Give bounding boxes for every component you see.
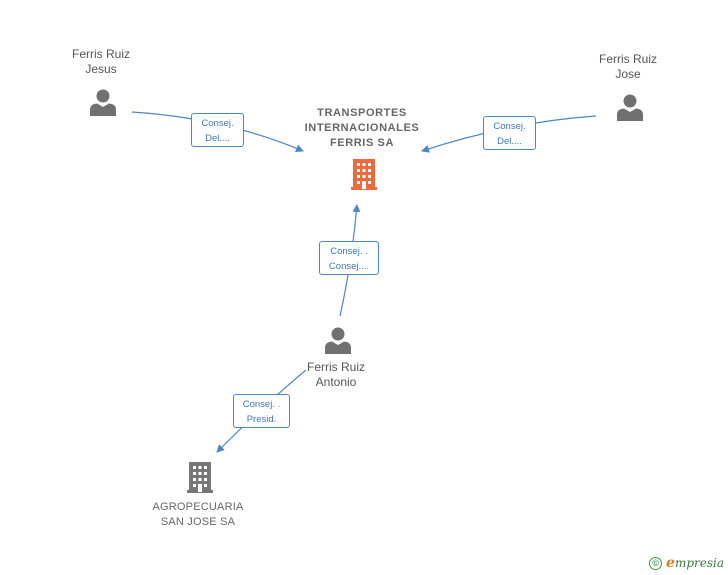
label-line: Jesus (85, 62, 117, 76)
node-transportes[interactable]: TRANSPORTES INTERNACIONALES FERRIS SA (292, 106, 432, 151)
label-line: Jose (615, 67, 641, 81)
person-icon[interactable] (324, 326, 352, 354)
label-line: INTERNACIONALES (304, 122, 420, 134)
building-icon[interactable] (185, 460, 215, 494)
edge-label-antonio-transportes[interactable]: Consej. . Consej.... (319, 241, 379, 275)
label-line: SAN JOSE SA (160, 516, 236, 528)
brand-rest: mpresia (674, 556, 724, 570)
building-icon[interactable] (349, 157, 379, 191)
edge-label-line: Del.... (497, 136, 522, 147)
person-icon[interactable] (616, 93, 644, 121)
copyright-icon: © (649, 556, 663, 570)
node-jesus[interactable]: Ferris Ruiz Jesus (56, 47, 146, 77)
edge-label-line: Consej. (493, 121, 526, 132)
brand-logo[interactable]: © empresia (649, 555, 724, 571)
edge-label-jose[interactable]: Consej. Del.... (483, 116, 536, 150)
label-line: AGROPECUARIA (152, 501, 244, 513)
node-jose[interactable]: Ferris Ruiz Jose (583, 52, 673, 82)
edge-label-antonio-agropecuaria[interactable]: Consej. . Presid. (233, 394, 290, 428)
edge-label-jesus[interactable]: Consej. Del.... (191, 113, 244, 147)
node-transportes-label: TRANSPORTES INTERNACIONALES FERRIS SA (292, 106, 432, 151)
label-line: Ferris Ruiz (306, 360, 365, 374)
node-agropecuaria[interactable]: AGROPECUARIA SAN JOSE SA (138, 500, 258, 530)
node-jesus-label: Ferris Ruiz Jesus (56, 47, 146, 77)
edge-label-line: Consej.... (328, 261, 370, 272)
node-agropecuaria-label: AGROPECUARIA SAN JOSE SA (138, 500, 258, 530)
label-line: TRANSPORTES (317, 107, 407, 119)
brand-initial: e (666, 555, 675, 571)
edge-label-line: Presid. (246, 414, 277, 425)
brand-name: empresia (666, 555, 724, 571)
node-jose-label: Ferris Ruiz Jose (583, 52, 673, 82)
edge-label-line: Del.... (205, 133, 230, 144)
edge-label-line: Consej. (201, 118, 234, 129)
label-line: Antonio (315, 375, 357, 389)
label-line: Ferris Ruiz (598, 52, 657, 66)
edge-label-line: Consej. . (330, 246, 368, 257)
node-antonio[interactable]: Ferris Ruiz Antonio (291, 360, 381, 390)
edge-label-line: Consej. . (242, 399, 281, 410)
label-line: Ferris Ruiz (71, 47, 130, 61)
node-antonio-label: Ferris Ruiz Antonio (291, 360, 381, 390)
person-icon[interactable] (89, 88, 117, 116)
label-line: FERRIS SA (329, 137, 395, 149)
